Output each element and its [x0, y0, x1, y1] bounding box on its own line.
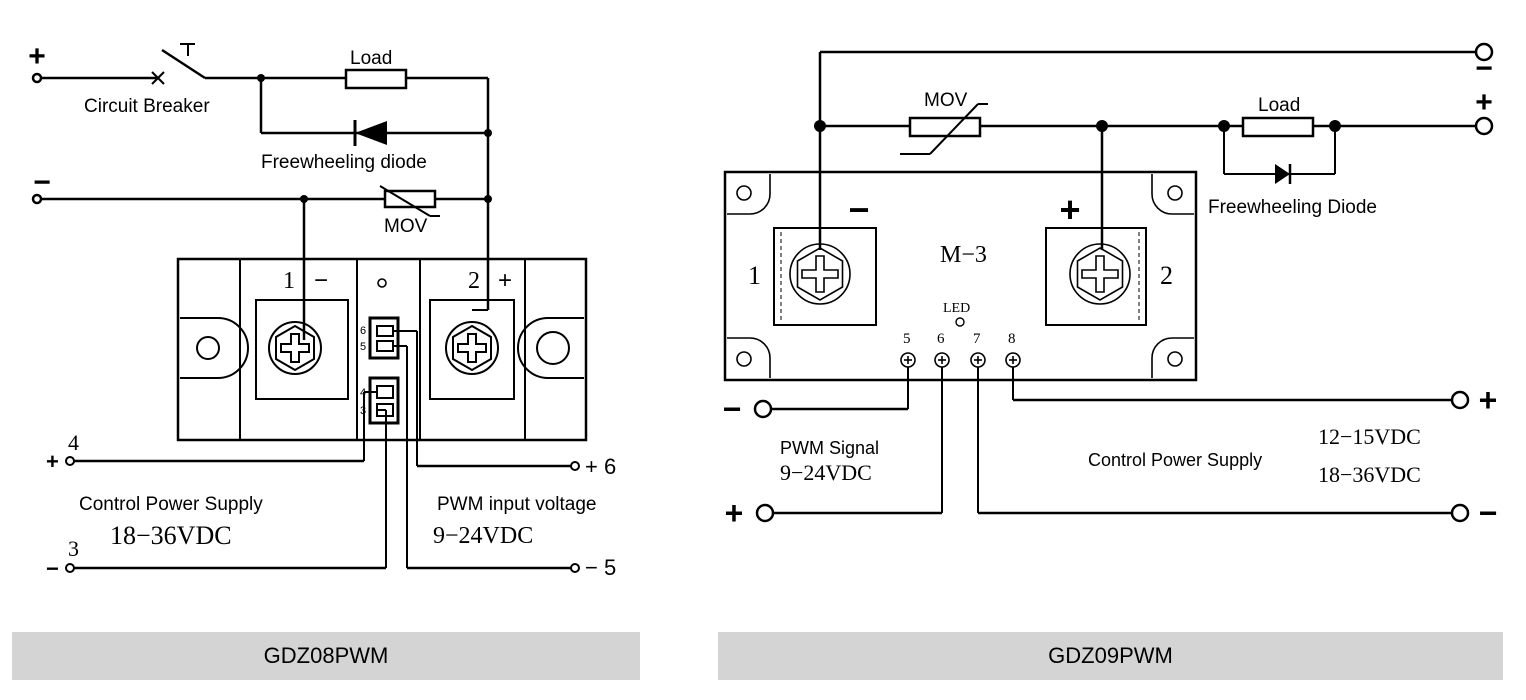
pin-5-label-right: 5	[903, 331, 911, 347]
node-4-sign: +	[46, 449, 59, 474]
top-pos-terminal	[1474, 116, 1494, 136]
screw-terminal-1-right	[788, 242, 852, 306]
load-resistor	[344, 68, 408, 90]
pin-7-screw	[969, 351, 987, 369]
model-label: M−3	[940, 242, 987, 268]
terminal-1-label-right: 1	[748, 261, 761, 290]
ctrl-minus-sign: −	[1479, 495, 1498, 531]
screw-terminal-2-right	[1068, 242, 1132, 306]
pwm-minus-sign: −	[723, 391, 742, 427]
pin-block-56	[368, 316, 400, 360]
led-indicator	[955, 317, 965, 327]
pos-terminal	[31, 72, 43, 84]
pin-6-label: 6	[360, 325, 366, 337]
control-supply-voltage-1: 12−15VDC	[1318, 424, 1421, 449]
pin-7-label-right: 7	[973, 331, 981, 347]
freewheeling-label-right: Freewheeling Diode	[1208, 197, 1377, 218]
terminal-plus-sign: +	[1059, 189, 1080, 230]
pwm-signal-label: PWM Signal	[780, 438, 879, 458]
terminal-2-label: 2	[468, 268, 480, 294]
circuit-breaker-label: Circuit Breaker	[84, 96, 210, 117]
terminal-1-sign: −	[314, 267, 328, 294]
module-body-right	[723, 170, 1198, 382]
mov-right	[908, 116, 982, 138]
pwm-input-label: PWM input voltage	[437, 494, 596, 515]
top-neg-terminal	[1474, 42, 1494, 62]
mov-label: MOV	[384, 216, 428, 237]
diagram-gdz09pwm	[723, 42, 1494, 523]
node-5-label: − 5	[585, 555, 616, 580]
pwm-plus-sign: +	[725, 495, 744, 531]
terminal-2-sign: +	[498, 267, 512, 294]
pin-3-label: 3	[360, 405, 366, 417]
module-body-left	[176, 257, 588, 442]
pin-6-screw	[933, 351, 951, 369]
pin-5-label: 5	[360, 341, 366, 353]
pin-4-label: 4	[360, 387, 366, 399]
pin-8-screw	[1004, 351, 1022, 369]
control-supply-voltage: 18−36VDC	[110, 521, 232, 550]
freewheeling-label: Freewheeling diode	[261, 152, 427, 173]
terminal-1-label: 1	[283, 268, 295, 294]
caption-gdz09pwm: GDZ09PWM	[718, 632, 1503, 680]
pin-6-label-right: 6	[937, 331, 945, 347]
terminal-2-label-right: 2	[1160, 261, 1173, 290]
top-pos-sign: +	[1475, 86, 1493, 119]
load-label-right: Load	[1258, 95, 1300, 116]
top-neg-sign: −	[1475, 52, 1493, 85]
ctrl-plus-sign: +	[1479, 382, 1498, 418]
screw-terminal-2-left	[444, 320, 500, 376]
node-4-label: 4	[68, 430, 79, 455]
load-label: Load	[350, 48, 392, 69]
pin-8-label-right: 8	[1008, 331, 1016, 347]
neg-sign: −	[33, 166, 51, 199]
caption-gdz08pwm: GDZ08PWM	[12, 632, 640, 680]
control-supply-label: Control Power Supply	[79, 494, 263, 515]
freewheeling-diode-right	[1275, 164, 1290, 184]
pos-sign: +	[28, 40, 46, 73]
pwm-signal-voltage: 9−24VDC	[780, 460, 872, 485]
breaker-switch	[161, 48, 206, 80]
screw-terminal-1-left	[267, 320, 323, 376]
freewheeling-diode	[355, 121, 387, 145]
control-supply-voltage-2: 18−36VDC	[1318, 462, 1421, 487]
node-6-label: + 6	[585, 454, 616, 479]
load-resistor-right	[1241, 116, 1315, 138]
led-label: LED	[943, 301, 970, 316]
control-supply-label-right: Control Power Supply	[1088, 450, 1262, 470]
pin-block-34	[368, 376, 400, 425]
mov-left	[383, 189, 437, 209]
node-3-label: 3	[68, 536, 79, 561]
pin-5-screw	[899, 351, 917, 369]
mov-label-right: MOV	[924, 90, 968, 111]
node-3-sign: −	[46, 556, 59, 581]
terminal-minus-sign: −	[848, 189, 869, 230]
pwm-input-voltage: 9−24VDC	[433, 523, 533, 549]
diagram-gdz08pwm	[31, 43, 588, 573]
